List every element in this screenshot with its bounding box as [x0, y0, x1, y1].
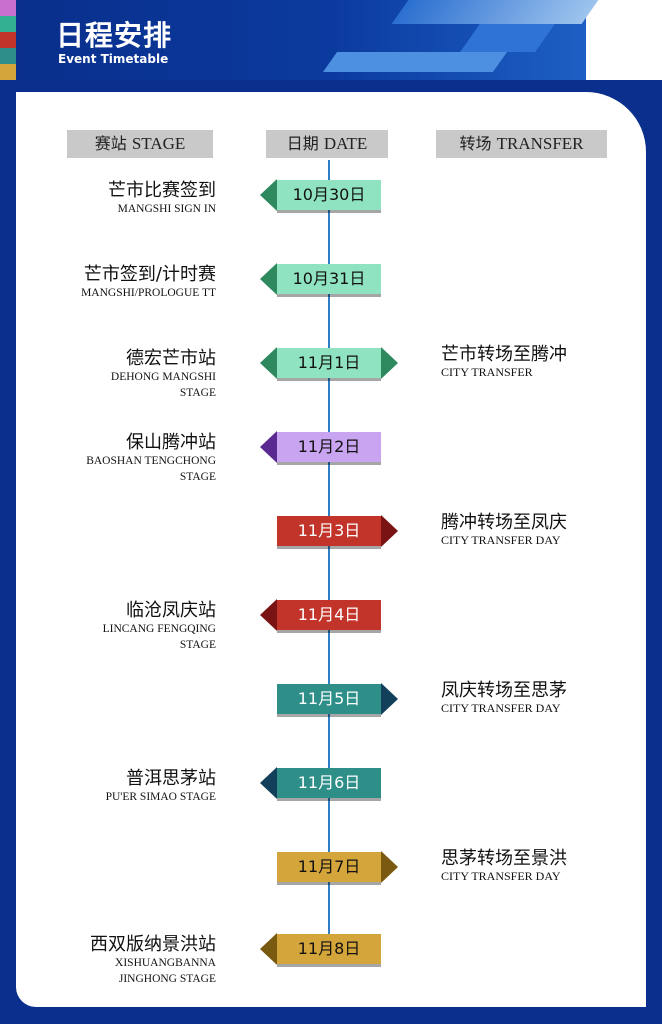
- arrow-left-icon: [260, 179, 277, 211]
- timeline-line: [328, 160, 330, 960]
- stage-name-en: DEHONG MANGSHI: [110, 371, 216, 383]
- stage-name-zh: 普洱思茅站: [126, 768, 216, 789]
- color-strip: [0, 64, 16, 80]
- column-header-date-zh: 日期: [286, 134, 319, 153]
- arrow-right-icon: [381, 851, 398, 883]
- date-badge: 11月5日: [277, 684, 381, 714]
- arrow-left-icon: [260, 767, 277, 799]
- stage-name-en: JINGHONG STAGE: [118, 973, 216, 985]
- column-header-transfer: 转场 TRANSFER: [436, 130, 607, 158]
- stage-name-zh: 芒市比赛签到: [108, 180, 216, 201]
- arrow-left-icon: [260, 263, 277, 295]
- color-strip: [0, 0, 16, 16]
- stage-name-zh: 西双版纳景洪站: [90, 934, 216, 955]
- transfer-name-en: CITY TRANSFER: [441, 365, 533, 379]
- stage-name-en: MANGSHI SIGN IN: [117, 203, 216, 215]
- column-header-stage: 赛站 STAGE: [67, 130, 213, 158]
- arrow-left-icon: [260, 933, 277, 965]
- stage-name-en: XISHUANGBANNA: [115, 957, 216, 969]
- arrow-left-icon: [260, 599, 277, 631]
- header-decor-stripe: [322, 52, 508, 72]
- transfer-name-zh: 思茅转场至景洪: [441, 848, 567, 869]
- transfer-name-en: CITY TRANSFER DAY: [441, 869, 561, 883]
- transfer-name-zh: 凤庆转场至思茅: [441, 680, 567, 701]
- column-header-transfer-en: TRANSFER: [496, 134, 584, 153]
- page-subtitle: Event Timetable: [58, 52, 169, 66]
- arrow-right-icon: [381, 515, 398, 547]
- arrow-left-icon: [260, 431, 277, 463]
- date-badge: 11月6日: [277, 768, 381, 798]
- transfer-name-en: CITY TRANSFER DAY: [441, 533, 561, 547]
- stage-name-en: STAGE: [179, 471, 216, 483]
- column-header-date-en: DATE: [323, 134, 368, 153]
- transfer-name-zh: 腾冲转场至凤庆: [441, 512, 567, 533]
- stage-name-en: PU'ER SIMAO STAGE: [105, 791, 216, 803]
- date-badge: 11月4日: [277, 600, 381, 630]
- stage-name-en: STAGE: [179, 639, 216, 651]
- stage-name-en: STAGE: [179, 387, 216, 399]
- page-title: 日程安排: [56, 19, 173, 52]
- date-badge: 10月31日: [277, 264, 381, 294]
- stage-name-en: BAOSHAN TENGCHONG: [86, 455, 216, 467]
- arrow-right-icon: [381, 347, 398, 379]
- date-badge: 10月30日: [277, 180, 381, 210]
- column-header-stage-zh: 赛站: [94, 134, 127, 153]
- date-badge: 11月7日: [277, 852, 381, 882]
- date-badge: 11月2日: [277, 432, 381, 462]
- stage-name-zh: 德宏芒市站: [126, 348, 216, 369]
- date-badge: 11月3日: [277, 516, 381, 546]
- color-strip: [0, 48, 16, 64]
- column-header-date: 日期 DATE: [266, 130, 388, 158]
- transfer-name-en: CITY TRANSFER DAY: [441, 701, 561, 715]
- color-strip: [0, 16, 16, 32]
- transfer-name-zh: 芒市转场至腾冲: [441, 344, 567, 365]
- arrow-right-icon: [381, 683, 398, 715]
- stage-name-zh: 临沧凤庆站: [126, 600, 216, 621]
- column-header-transfer-zh: 转场: [459, 134, 492, 153]
- stage-name-zh: 保山腾冲站: [126, 432, 216, 453]
- date-badge: 11月8日: [277, 934, 381, 964]
- color-strip: [0, 32, 16, 48]
- arrow-left-icon: [260, 347, 277, 379]
- stage-name-en: LINCANG FENGQING: [102, 623, 216, 635]
- column-header-stage-en: STAGE: [131, 134, 186, 153]
- stage-name-en: MANGSHI/PROLOGUE TT: [81, 287, 216, 299]
- header-decor-stripe: [391, 0, 599, 24]
- date-badge: 11月1日: [277, 348, 381, 378]
- stage-name-zh: 芒市签到/计时赛: [83, 264, 216, 285]
